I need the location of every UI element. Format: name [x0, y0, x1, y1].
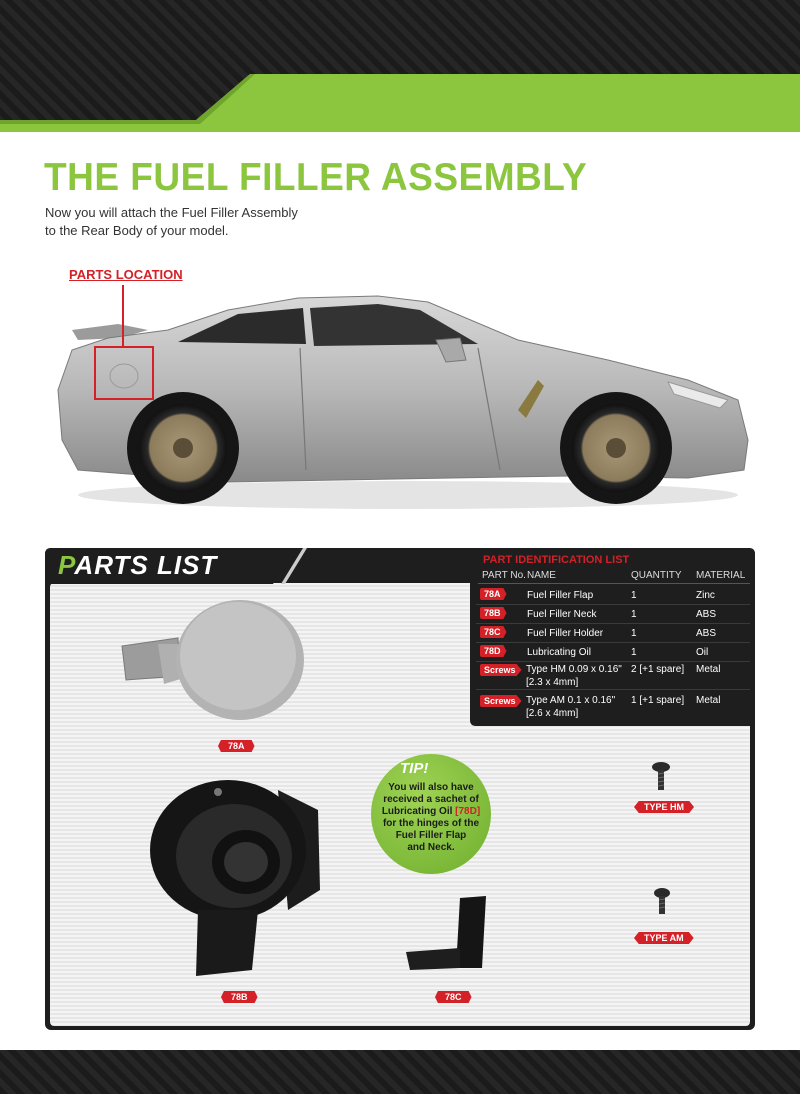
col-header-quantity: QUANTITY — [631, 570, 682, 581]
tip-text: You will also have received a sachet of … — [371, 782, 491, 854]
tip-line-2: received a sachet of — [383, 794, 479, 805]
part-tag: Screws — [480, 695, 522, 707]
part-material: ABS — [696, 609, 717, 620]
car-side-view-image — [57, 295, 749, 509]
part-quantity: 1 — [631, 609, 637, 620]
part-name: Type HM 0.09 x 0.16" — [526, 664, 622, 675]
col-header-part-no: PART No. — [482, 570, 526, 581]
part-tag: 78A — [480, 588, 507, 600]
id-list-title: PART IDENTIFICATION LIST — [483, 554, 630, 566]
part-78c-label: 78C — [435, 991, 472, 1003]
tip-line-6: and Neck. — [407, 842, 455, 853]
part-quantity: 1 — [631, 590, 637, 601]
parts-list-title: PARTS LIST — [58, 550, 217, 581]
footer-carbon-band — [0, 1050, 800, 1094]
part-name: Fuel Filler Holder — [527, 628, 604, 639]
table-row: 78C Fuel Filler Holder 1 ABS — [476, 624, 750, 643]
intro-text-line-1: Now you will attach the Fuel Filler Asse… — [45, 205, 298, 220]
part-name: Lubricating Oil — [527, 647, 591, 658]
table-row: 78D Lubricating Oil 1 Oil — [476, 643, 750, 662]
part-tag: Screws — [480, 664, 522, 676]
screw-type-hm-label: TYPE HM — [634, 801, 695, 813]
parts-list-title-first-letter: P — [58, 550, 75, 580]
header-divider — [478, 583, 750, 584]
part-78b-label: 78B — [221, 991, 258, 1003]
part-size: [2.3 x 4mm] — [526, 677, 579, 688]
screw-type-am-label: TYPE AM — [634, 932, 694, 944]
part-quantity: 1 — [631, 647, 637, 658]
tip-label: TIP! — [400, 760, 429, 777]
parts-location-leader-line — [122, 285, 124, 347]
tip-line-3-text: Lubricating Oil — [381, 806, 456, 817]
screw-type-am-image — [654, 888, 670, 914]
part-quantity: 2 [+1 spare] — [631, 664, 685, 675]
part-material: Oil — [696, 647, 709, 658]
page-title: THE FUEL FILLER ASSEMBLY — [44, 156, 588, 199]
parts-location-highlight-box — [94, 346, 154, 400]
part-quantity: 1 — [631, 628, 637, 639]
part-size: [2.6 x 4mm] — [526, 708, 579, 719]
tip-line-3: Lubricating Oil [78D] — [371, 806, 491, 818]
part-78a-label: 78A — [218, 740, 255, 752]
part-78b-image — [150, 780, 320, 976]
part-78c-image — [406, 896, 486, 970]
part-tag: 78C — [480, 626, 507, 638]
parts-location-label: PARTS LOCATION — [69, 267, 183, 282]
part-material: Zinc — [696, 590, 715, 601]
part-material: Metal — [696, 695, 721, 706]
tip-line-4: for the hinges of the — [382, 818, 480, 829]
tip-line-1: You will also have — [388, 782, 474, 793]
table-row: Screws Type AM 0.1 x 0.16" [2.6 x 4mm] 1… — [476, 692, 750, 720]
part-name: Type AM 0.1 x 0.16" — [526, 695, 616, 706]
intro-text-line-2: to the Rear Body of your model. — [45, 223, 229, 238]
screw-type-hm-image — [652, 762, 670, 790]
tip-part-ref: [78D] — [455, 806, 481, 817]
col-header-material: MATERIAL — [696, 570, 746, 581]
tip-bubble — [371, 754, 491, 874]
tip-line-5: Fuel Filler Flap — [395, 830, 467, 841]
table-row: Screws Type HM 0.09 x 0.16" [2.3 x 4mm] … — [476, 662, 750, 690]
col-header-name: NAME — [527, 570, 556, 581]
part-name: Fuel Filler Neck — [527, 609, 597, 620]
parts-list-title-rest: ARTS LIST — [74, 550, 218, 580]
part-quantity: 1 [+1 spare] — [631, 695, 685, 706]
part-78a-image — [121, 600, 304, 720]
part-tag: 78D — [480, 645, 507, 657]
table-row: 78B Fuel Filler Neck 1 ABS — [476, 605, 750, 624]
table-row: 78A Fuel Filler Flap 1 Zinc — [476, 586, 750, 605]
part-tag: 78B — [480, 607, 507, 619]
part-material: ABS — [696, 628, 717, 639]
part-name: Fuel Filler Flap — [527, 590, 594, 601]
parts-list-header-bar — [45, 548, 307, 584]
part-material: Metal — [696, 664, 721, 675]
